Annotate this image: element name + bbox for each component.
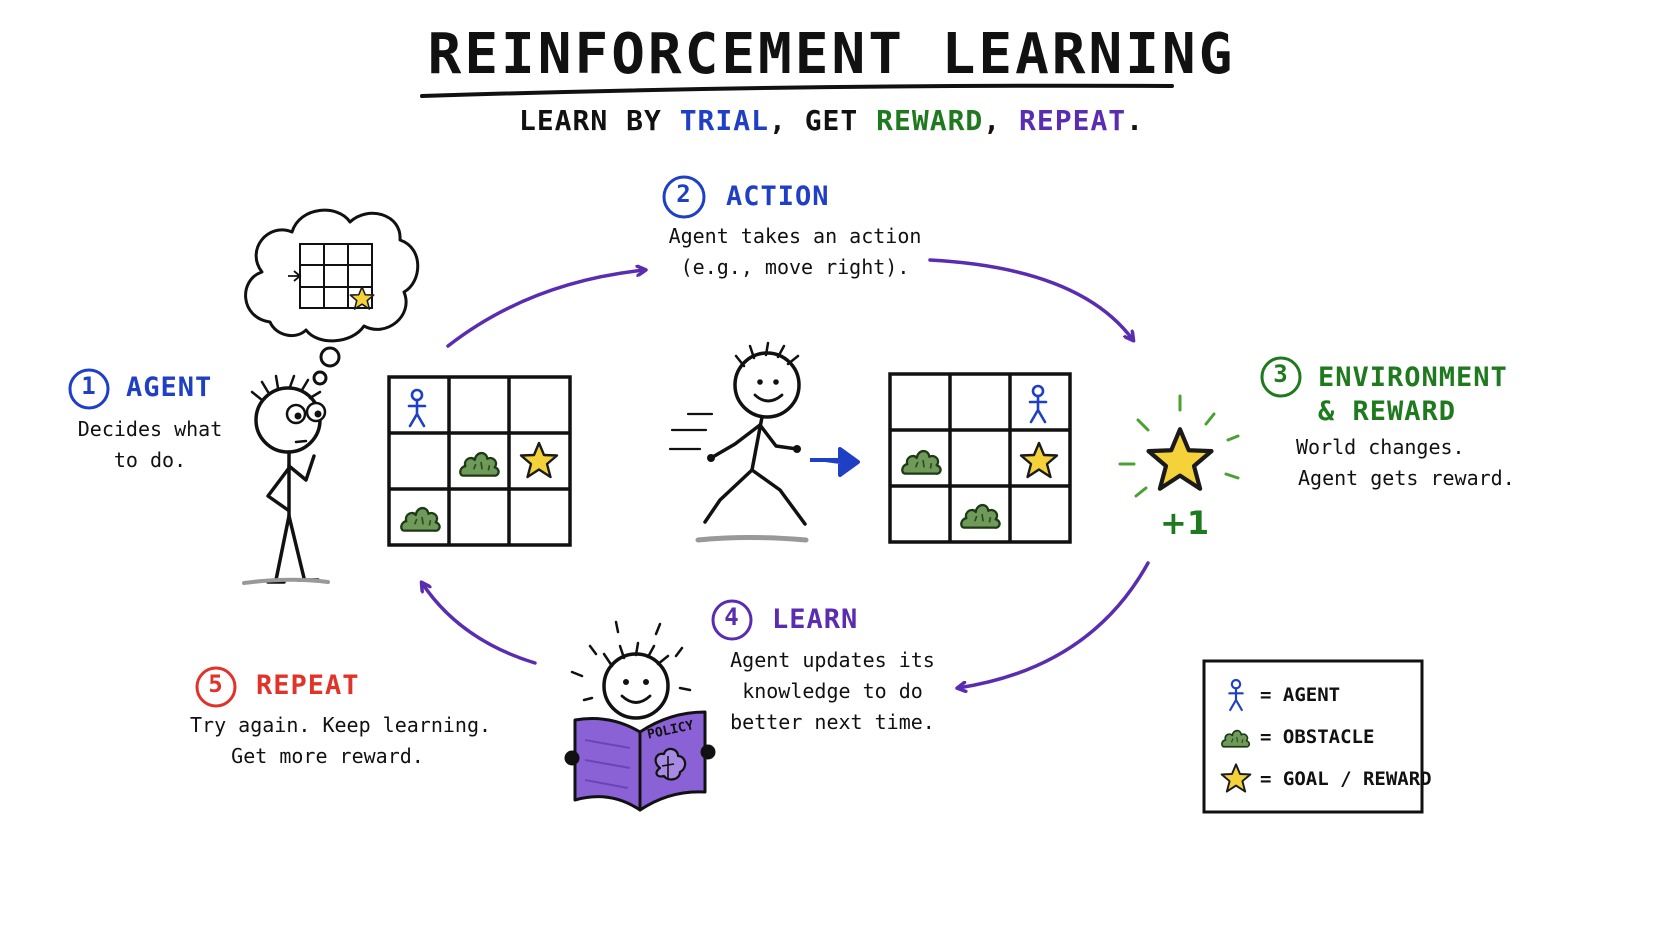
step-3-title: ENVIRONMENT & REWARD [1318, 361, 1508, 429]
page-title: REINFORCEMENT LEARNING [427, 22, 1236, 87]
runner-hand [707, 454, 715, 462]
arrow-environment-to-learn [958, 561, 1150, 688]
page-subtitle: LEARN BY TRIAL, GET REWARD, REPEAT. [0, 104, 1663, 137]
step-4-line: better next time. [730, 710, 935, 734]
step-3-description: World changes. Agent gets reward. [1296, 432, 1516, 494]
subtitle-reward: REWARD [876, 104, 984, 137]
ground-shadow-1 [242, 577, 330, 585]
step-1-circle [68, 368, 110, 410]
step-3-circle [1260, 356, 1302, 398]
thought-grid [288, 243, 373, 309]
step-2-title: ACTION [726, 181, 830, 212]
step-2-line: Agent takes an action [668, 224, 922, 248]
grid-after [888, 372, 1072, 544]
legend-label-goal: = GOAL / REWARD [1260, 768, 1432, 790]
arrow-action-to-environment [928, 258, 1133, 340]
subtitle-repeat: REPEAT [1019, 104, 1127, 137]
title-underline [420, 83, 1174, 98]
grid-before-agent-icon [407, 388, 427, 428]
step-5-line: Try again. Keep learning. [190, 713, 492, 737]
grid-before-obstacle-icon [459, 451, 500, 477]
step-3-title-line: & REWARD [1318, 396, 1457, 427]
move-right-arrow [810, 447, 860, 477]
runner-hand [793, 445, 801, 453]
step-1-line: to do. [113, 448, 187, 472]
policy-book [564, 710, 716, 812]
step-1-description: Decides what to do. [70, 414, 230, 476]
reward-star-icon [1149, 429, 1212, 489]
grid-after-obstacle-icon [960, 503, 1001, 529]
step-4-description: Agent updates its knowledge to do better… [730, 645, 935, 738]
step-4-line: knowledge to do [742, 679, 923, 703]
step-4-title: LEARN [772, 604, 859, 635]
learning-agent-figure [570, 620, 692, 720]
step-2-circle [662, 175, 706, 219]
step-1-number: 1 [81, 372, 97, 400]
grid-after-agent-icon [1028, 384, 1048, 424]
legend-label-obstacle: = OBSTACLE [1260, 726, 1375, 748]
thought-cloud [244, 208, 420, 386]
step-3-line: World changes. [1296, 435, 1465, 459]
subtitle-trial: TRIAL [679, 104, 769, 137]
step-2-line: (e.g., move right). [680, 255, 910, 279]
step-2-number: 2 [676, 180, 692, 208]
ground-shadow-2 [695, 535, 809, 543]
step-3-line: Agent gets reward. [1298, 466, 1515, 490]
arrow-agent-to-action [446, 270, 645, 348]
step-3-title-line: ENVIRONMENT [1318, 362, 1508, 393]
step-5-circle [195, 666, 237, 708]
step-5-line: Get more reward. [231, 744, 424, 768]
step-1-title: AGENT [126, 372, 213, 403]
step-4-number: 4 [724, 603, 740, 631]
subtitle-text: . [1126, 104, 1145, 137]
subtitle-text: LEARN BY [518, 104, 680, 137]
grid-before-obstacle-icon [400, 506, 441, 532]
step-5-title: REPEAT [256, 670, 360, 701]
reward-sparkles [1118, 394, 1240, 498]
grid-before-goal-icon [519, 441, 559, 479]
step-4-circle [711, 599, 753, 641]
grid-after-obstacle-icon [901, 449, 942, 475]
subtitle-text: , GET [768, 104, 877, 137]
subtitle-text: , [983, 104, 1020, 137]
step-3-number: 3 [1273, 360, 1289, 388]
step-2-description: Agent takes an action (e.g., move right)… [640, 221, 950, 283]
arrow-learn-to-repeat [422, 583, 537, 665]
legend-label-agent: = AGENT [1260, 684, 1341, 706]
grid-after-goal-icon [1019, 441, 1059, 479]
step-5-description: Try again. Keep learning. Get more rewar… [190, 710, 492, 772]
step-1-line: Decides what [77, 417, 223, 441]
running-agent-figure [668, 341, 807, 526]
thinking-agent-figure [250, 374, 327, 584]
step-5-number: 5 [208, 670, 224, 698]
step-4-line: Agent updates its [730, 648, 935, 672]
grid-before [387, 375, 572, 547]
reward-value: +1 [1160, 504, 1210, 542]
